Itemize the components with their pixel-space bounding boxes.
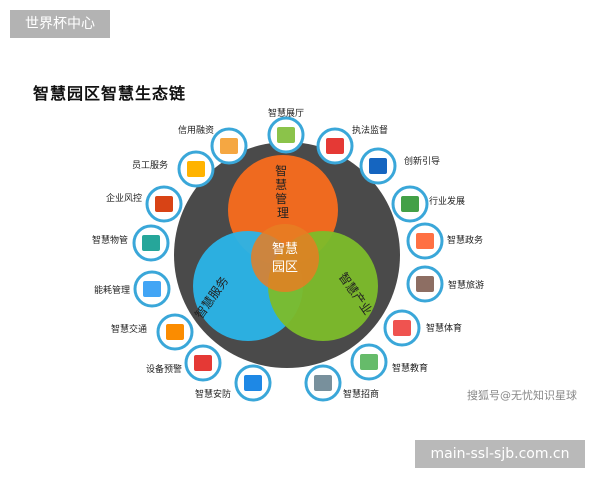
node-17: 智慧招商 <box>304 364 379 402</box>
node-label-10: 能耗管理 <box>94 284 130 296</box>
node-2: 智慧展厅 <box>267 107 305 154</box>
node-11: 智慧旅游 <box>406 265 484 303</box>
node-label-14: 设备预警 <box>146 363 182 375</box>
node-10: 能耗管理 <box>94 270 171 308</box>
node-label-16: 智慧安防 <box>195 388 231 400</box>
top-badge: 世界杯中心 <box>10 10 110 38</box>
node-1: 信用融资 <box>178 124 248 165</box>
road-icon <box>166 324 184 340</box>
target-icon <box>155 196 173 212</box>
node-7: 行业发展 <box>391 185 465 223</box>
node-16: 智慧安防 <box>195 364 272 402</box>
chart-icon <box>143 281 161 297</box>
node-13: 智慧体育 <box>383 309 462 347</box>
car-icon <box>369 158 387 174</box>
node-label-15: 智慧教育 <box>392 362 428 374</box>
node-5: 创新引导 <box>359 147 440 185</box>
magnifier-icon <box>244 375 262 391</box>
node-9: 智慧政务 <box>406 222 483 260</box>
cone-icon <box>326 138 344 154</box>
node-4: 员工服务 <box>132 150 215 188</box>
shop-icon <box>416 276 434 292</box>
person-icon <box>416 233 434 249</box>
node-15: 智慧教育 <box>350 343 428 381</box>
node-label-9: 智慧政务 <box>447 234 483 246</box>
node-3: 执法监督 <box>316 124 388 165</box>
node-label-13: 智慧体育 <box>426 322 462 334</box>
node-label-8: 智慧物管 <box>92 234 128 246</box>
node-label-4: 员工服务 <box>132 159 168 171</box>
node-label-12: 智慧交通 <box>111 323 147 335</box>
building-icon <box>220 138 238 154</box>
house-icon <box>142 235 160 251</box>
node-label-2: 智慧展厅 <box>268 107 304 119</box>
bottom-badge: main-ssl-sjb.com.cn <box>415 440 585 468</box>
node-label-1: 信用融资 <box>178 124 214 136</box>
node-label-11: 智慧旅游 <box>448 279 484 291</box>
windows-icon <box>360 354 378 370</box>
firstaid-icon <box>194 355 212 371</box>
node-label-5: 创新引导 <box>404 155 440 167</box>
bin-icon <box>393 320 411 336</box>
city-icon <box>401 196 419 212</box>
watermark: 搜狐号@无忧知识星球 <box>467 389 577 402</box>
exhibition-icon <box>277 127 295 143</box>
center-overlap <box>251 224 319 292</box>
document-icon <box>314 375 332 391</box>
center-label-line2: 园区 <box>272 260 298 275</box>
node-label-17: 智慧招商 <box>343 388 379 400</box>
node-label-7: 行业发展 <box>429 195 465 207</box>
node-label-6: 企业风控 <box>106 192 142 204</box>
node-14: 设备预警 <box>146 344 222 382</box>
node-label-3: 执法监督 <box>352 124 388 136</box>
node-8: 智慧物管 <box>92 224 170 262</box>
node-12: 智慧交通 <box>111 313 194 351</box>
center-label-line1: 智慧 <box>272 241 298 257</box>
node-6: 企业风控 <box>106 185 183 223</box>
diagram-title: 智慧园区智慧生态链 <box>33 84 187 103</box>
people-icon <box>187 161 205 177</box>
management-label: 智 慧 管 理 <box>275 163 291 220</box>
